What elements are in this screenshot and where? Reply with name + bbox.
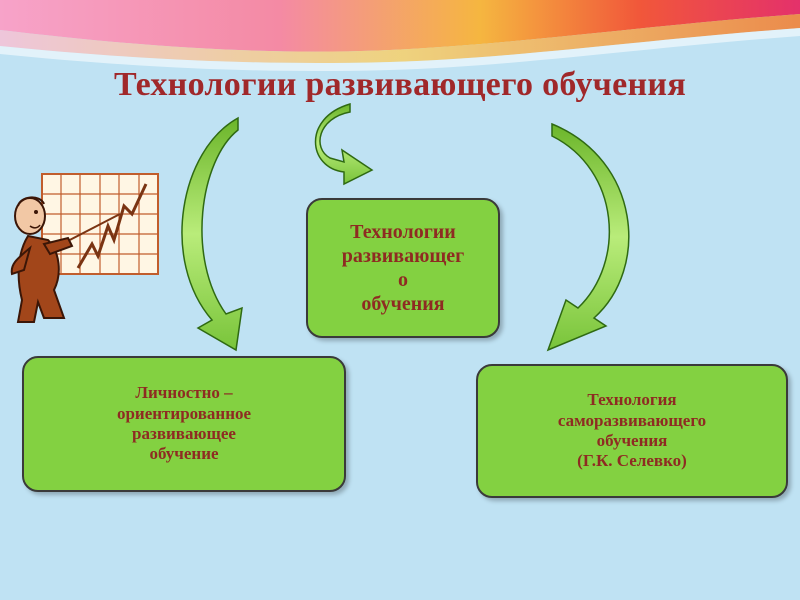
left-box-line: развивающее <box>132 424 236 443</box>
right-box-line: саморазвивающего <box>557 410 707 430</box>
right-box-line: (Г.К. Селевко) <box>577 451 687 471</box>
curved-arrow-icon <box>314 102 374 186</box>
left-box-line: ориентированное <box>116 403 252 423</box>
curved-arrow-icon <box>546 122 630 352</box>
center-box-line: развивающег <box>341 245 465 267</box>
center-box-line: обучения <box>361 293 445 315</box>
left-box-line: Личностно – <box>135 383 233 403</box>
teacher-with-chart-icon <box>10 173 159 323</box>
center-box-line: о <box>398 269 408 291</box>
center-technology-box: Технологии развивающег о обучения <box>306 198 500 338</box>
curved-arrow-icon <box>181 116 243 352</box>
center-box-line: Технологии <box>350 221 456 243</box>
right-box-line: Технология <box>587 390 677 410</box>
right-box-line: обучения <box>596 431 668 450</box>
left-box-line: обучение <box>149 444 219 464</box>
right-technology-box: Технология саморазвивающего обучения (Г.… <box>476 364 788 498</box>
left-technology-box: Личностно – ориентированное развивающее … <box>22 356 346 492</box>
slide-title: Технологии развивающего обучения <box>113 66 687 103</box>
